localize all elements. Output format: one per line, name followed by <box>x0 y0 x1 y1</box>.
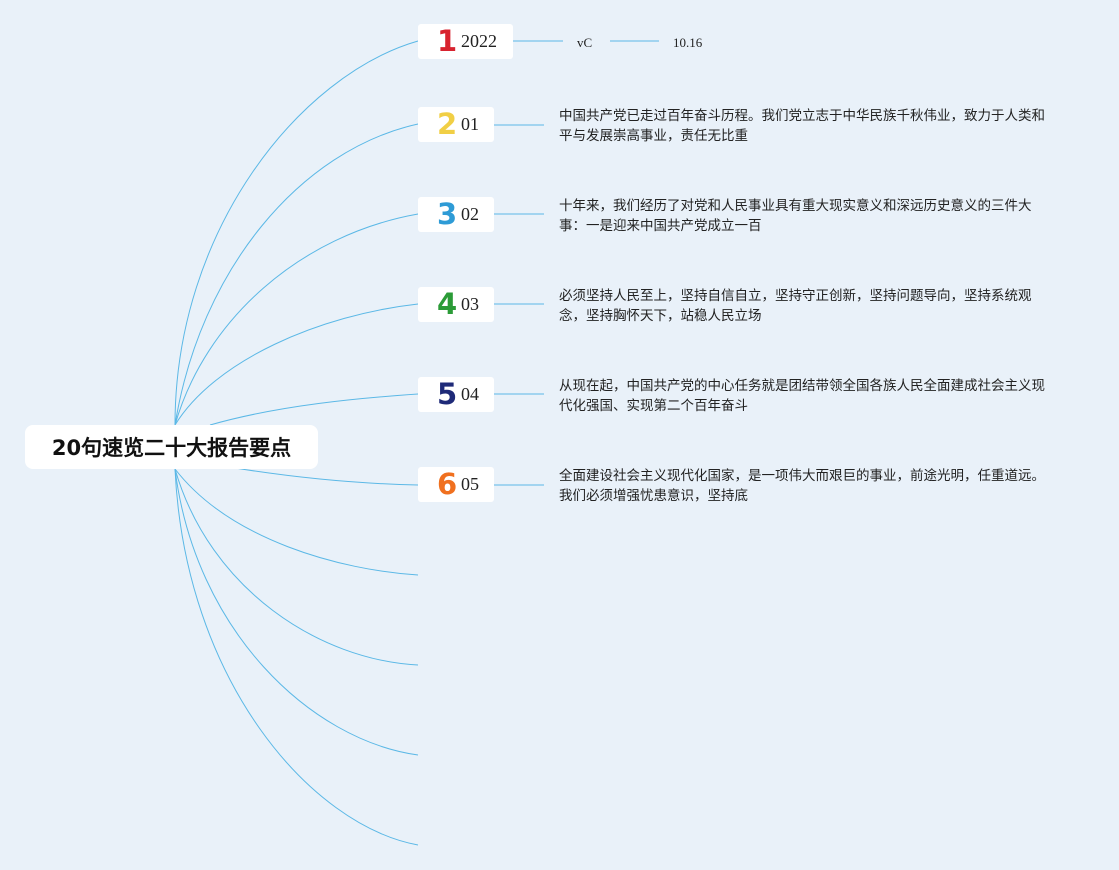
node-2[interactable]: 2 01 <box>418 107 494 142</box>
connector-5 <box>209 393 419 426</box>
node-4-description: 必须坚持人民至上，坚持自信自立，坚持守正创新，坚持问题导向，坚持系统观念，坚持胸… <box>559 288 1032 324</box>
connector-7 <box>174 468 419 576</box>
node-3[interactable]: 3 02 <box>418 197 494 232</box>
header-label-a: vC <box>577 35 593 50</box>
node-label: 05 <box>461 474 479 494</box>
node-5-description: 从现在起，中国共产党的中心任务就是团结带领全国各族人民全面建成社会主义现代化强国… <box>559 378 1045 414</box>
root-title: 20句速览二十大报告要点 <box>51 436 292 460</box>
root-topic[interactable]: 20句速览二十大报告要点 <box>25 425 318 469</box>
node-4[interactable]: 4 03 <box>418 287 494 322</box>
connector-8 <box>174 468 419 666</box>
node-label: 02 <box>461 204 479 224</box>
node-6[interactable]: 6 05 <box>418 467 494 502</box>
connector-2 <box>174 123 419 426</box>
number-badge-icon: 2 <box>437 107 458 141</box>
connector-6 <box>234 467 419 486</box>
number-badge-icon: 5 <box>437 377 458 411</box>
node-label: 04 <box>461 384 479 404</box>
number-badge-icon: 6 <box>437 467 458 501</box>
node-label: 01 <box>461 114 479 134</box>
connector-4 <box>174 303 419 426</box>
node-label: 2022 <box>461 31 497 51</box>
number-badge-icon: 3 <box>437 197 458 231</box>
connector-1 <box>174 40 419 426</box>
number-badge-icon: 1 <box>437 24 458 58</box>
node-5[interactable]: 5 04 <box>418 377 494 412</box>
connector-10 <box>174 468 419 846</box>
connector-9 <box>174 468 419 756</box>
connector-3 <box>174 213 419 426</box>
number-badge-icon: 4 <box>437 287 458 321</box>
node-3-description: 十年来，我们经历了对党和人民事业具有重大现实意义和深远历史意义的三件大事：一是迎… <box>559 198 1032 234</box>
header-label-b: 10.16 <box>673 35 703 50</box>
node-1[interactable]: 1 2022 <box>418 24 513 59</box>
node-label: 03 <box>461 294 479 314</box>
node-6-description: 全面建设社会主义现代化国家，是一项伟大而艰巨的事业，前途光明，任重道远。我们必须… <box>559 468 1045 504</box>
node-2-description: 中国共产党已走过百年奋斗历程。我们党立志于中华民族千秋伟业，致力于人类和平与发展… <box>559 108 1045 144</box>
